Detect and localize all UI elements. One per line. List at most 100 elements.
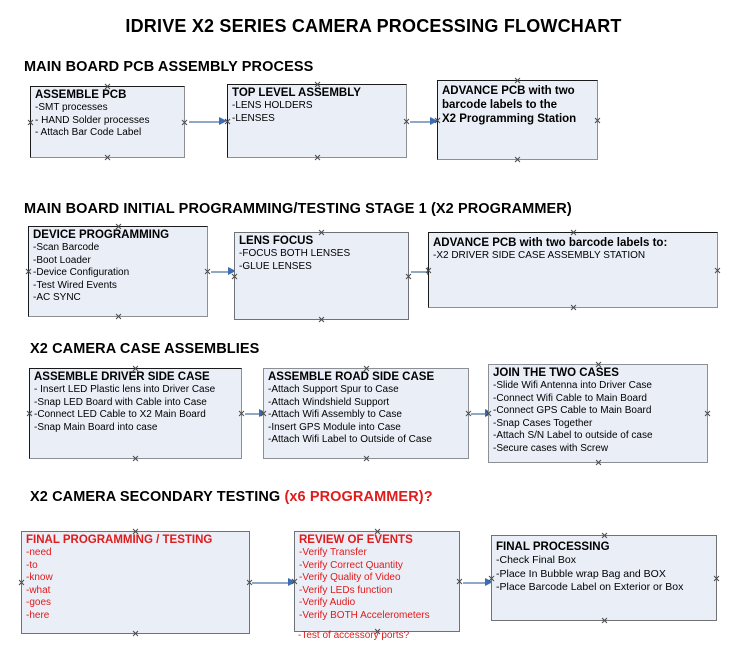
box-line: -Verify BOTH Accelerometers	[299, 609, 430, 621]
box-device-programming[interactable]: DEVICE PROGRAMMING -Scan Barcode -Boot L…	[28, 226, 208, 317]
box-line: -Verify Transfer	[299, 547, 367, 558]
box-line: -AC SYNC	[33, 292, 81, 304]
handle-icon	[18, 579, 25, 586]
box-line: -Attach Wifi Label to Outside of Case	[268, 434, 432, 446]
handle-icon	[704, 410, 711, 417]
box-review-of-events[interactable]: REVIEW OF EVENTS -Verify Transfer -Verif…	[294, 531, 460, 632]
box-line: -Connect LED Cable to X2 Main Board	[34, 409, 206, 421]
box-title: JOIN THE TWO CASES	[493, 367, 619, 379]
handle-icon	[25, 268, 32, 275]
box-line: -Snap Main Board into case	[34, 421, 158, 433]
box-title: DEVICE PROGRAMMING	[33, 229, 170, 241]
box-line: -Verify LEDs function	[299, 584, 393, 596]
section-heading-3-text: X2 CAMERA CASE ASSEMBLIES	[30, 341, 260, 357]
box-join-the-two-cases[interactable]: JOIN THE TWO CASES -Slide Wifi Antenna i…	[488, 364, 708, 463]
section-heading-2-text: MAIN BOARD INITIAL PROGRAMMING/TESTING S…	[24, 201, 572, 217]
box-line: -Secure cases with Screw	[493, 442, 609, 454]
box-assemble-pcb[interactable]: ASSEMBLE PCB -SMT processes - HAND Solde…	[30, 86, 185, 158]
handle-icon	[570, 229, 577, 236]
arrow-pcb-to-top-level	[189, 117, 227, 126]
handle-icon	[514, 77, 521, 84]
box-line: -Slide Wifi Antenna into Driver Case	[493, 380, 652, 391]
box-line: -Scan Barcode	[33, 242, 100, 253]
box-line: -Connect GPS Cable to Main Board	[493, 405, 652, 417]
box-title: FINAL PROCESSING	[496, 541, 610, 553]
box-line: -Insert GPS Module into Case	[268, 421, 401, 433]
box-final-programming-testing[interactable]: FINAL PROGRAMMING / TESTING -need -to -k…	[21, 531, 250, 634]
handle-icon	[132, 455, 139, 462]
box-line: -SMT processes	[35, 102, 108, 113]
box-line: -Verify Quality of Video	[299, 572, 401, 584]
handle-icon	[318, 316, 325, 323]
handle-icon	[132, 630, 139, 637]
box-line: X2 Programming Station	[442, 113, 577, 125]
box-line: -X2 DRIVER SIDE CASE ASSEMBLY STATION	[433, 250, 646, 261]
handle-icon	[363, 455, 370, 462]
page-title: IDRIVE X2 SERIES CAMERA PROCESSING FLOWC…	[125, 16, 622, 36]
arrow-device-to-lens-focus	[211, 267, 236, 276]
box-final-processing[interactable]: FINAL PROCESSING -Check Final Box -Place…	[491, 535, 717, 621]
box-title: TOP LEVEL ASSEMBLY	[232, 87, 361, 99]
box-line: -Attach Support Spur to Case	[268, 384, 399, 395]
box-line: - Attach Bar Code Label	[35, 127, 142, 139]
box-line: -to	[26, 559, 38, 571]
arrow-review-to-final-processing	[463, 578, 493, 587]
handle-icon	[601, 532, 608, 539]
box-lens-focus[interactable]: LENS FOCUS -FOCUS BOTH LENSES -GLUE LENS…	[234, 232, 409, 320]
handle-icon	[595, 459, 602, 466]
box-line: -Device Configuration	[33, 267, 130, 279]
box-assemble-driver-side-case[interactable]: ASSEMBLE DRIVER SIDE CASE - Insert LED P…	[29, 368, 242, 459]
handle-icon	[601, 617, 608, 624]
box-line: -GLUE LENSES	[239, 260, 312, 272]
box-assemble-road-side-case[interactable]: ASSEMBLE ROAD SIDE CASE -Attach Support …	[263, 368, 469, 459]
box-advance-pcb-station[interactable]: ADVANCE PCB with two barcode labels to t…	[437, 80, 598, 160]
box-line: - Insert LED Plastic lens into Driver Ca…	[34, 384, 216, 395]
handle-icon	[238, 410, 245, 417]
handle-icon	[713, 575, 720, 582]
box-line: -Snap LED Board with Cable into Case	[34, 396, 207, 408]
box-line: -LENS HOLDERS	[232, 100, 313, 111]
handle-icon	[570, 304, 577, 311]
box-advance-pcb-driver-station[interactable]: ADVANCE PCB with two barcode labels to: …	[428, 232, 718, 308]
box-line: -Place In Bubble wrap Bag and BOX	[496, 567, 666, 580]
box-title: ASSEMBLE ROAD SIDE CASE	[268, 371, 435, 383]
box-title: FINAL PROGRAMMING / TESTING	[26, 534, 213, 546]
box-title: ADVANCE PCB with two barcode labels to:	[433, 237, 668, 249]
box-line: -Attach S/N Label to outside of case	[493, 430, 653, 442]
box-line: -Verify Audio	[299, 597, 356, 609]
box-line: -know	[26, 572, 53, 584]
box-line-overflow: -Test of accessory ports?	[298, 630, 410, 641]
section-heading-4-text: X2 CAMERA SECONDARY TESTING	[30, 489, 285, 505]
arrow-final-programming-to-review	[252, 578, 296, 587]
box-title: ADVANCE PCB with two	[442, 85, 575, 97]
handle-icon	[514, 156, 521, 163]
handle-icon	[115, 313, 122, 320]
box-line: -what	[26, 584, 51, 596]
box-line: -need	[26, 547, 52, 558]
section-heading-2: MAIN BOARD INITIAL PROGRAMMING/TESTING S…	[24, 201, 572, 217]
box-line: -Check Final Box	[496, 554, 576, 566]
box-title: REVIEW OF EVENTS	[299, 534, 413, 546]
handle-icon	[403, 118, 410, 125]
handle-icon	[314, 154, 321, 161]
handle-icon	[181, 119, 188, 126]
box-line: -Boot Loader	[33, 254, 91, 266]
box-title: ASSEMBLE DRIVER SIDE CASE	[34, 371, 210, 383]
handle-icon	[27, 119, 34, 126]
box-line: -here	[26, 609, 50, 621]
section-heading-4-suffix: (x6 PROGRAMMER)?	[284, 489, 433, 505]
box-line: -Connect Wifi Cable to Main Board	[493, 392, 647, 404]
handle-icon	[594, 117, 601, 124]
box-line: -Snap Cases Together	[493, 417, 593, 429]
box-line: -FOCUS BOTH LENSES	[239, 248, 351, 259]
box-line: -Place Barcode Label on Exterior or Box	[496, 581, 684, 593]
box-title: ASSEMBLE PCB	[35, 89, 127, 101]
handle-icon	[456, 578, 463, 585]
box-line: - HAND Solder processes	[35, 114, 150, 126]
box-line: -Attach Windshield Support	[268, 396, 390, 408]
box-top-level-assembly[interactable]: TOP LEVEL ASSEMBLY -LENS HOLDERS -LENSES	[227, 84, 407, 158]
box-line: -Verify Correct Quantity	[299, 559, 403, 571]
box-line: barcode labels to the	[442, 99, 558, 111]
handle-icon	[26, 410, 33, 417]
